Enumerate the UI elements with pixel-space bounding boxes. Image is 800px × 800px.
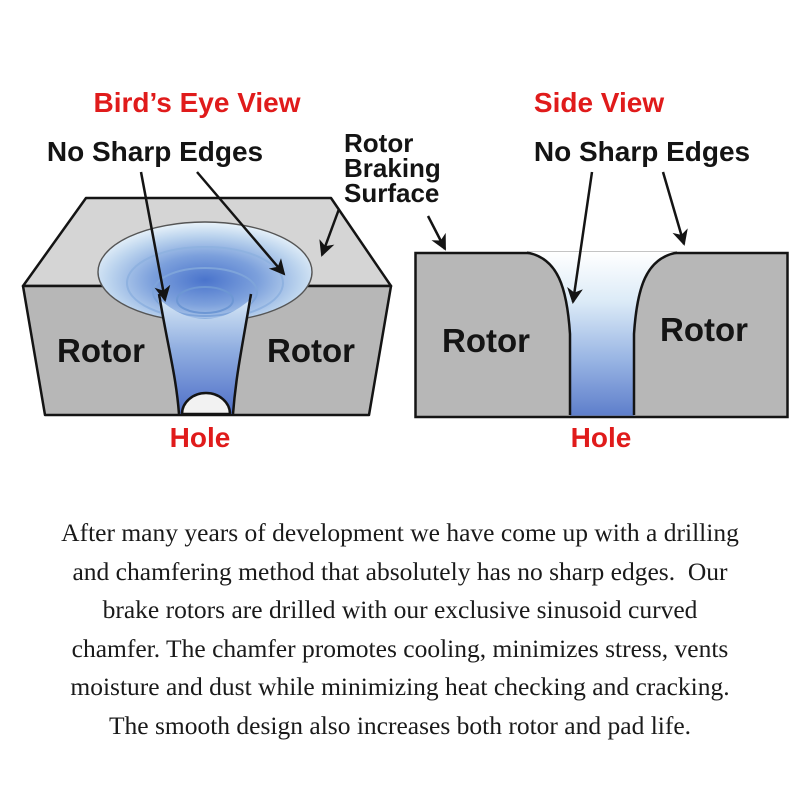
birdseye-rotor-right-label: Rotor bbox=[267, 332, 355, 369]
chamfer-ring-2 bbox=[152, 267, 258, 317]
sideview-hole-label: Hole bbox=[571, 422, 632, 453]
paragraph-line-4: chamfer. The chamfer promotes cooling, m… bbox=[71, 633, 729, 663]
chamfer-ring-3 bbox=[176, 286, 234, 314]
front-hole-channel bbox=[158, 298, 252, 414]
arrow-nse-left-2 bbox=[196, 171, 286, 276]
paragraph-line-1: After many years of development we have … bbox=[61, 518, 739, 547]
birdseye-title: Bird’s Eye View bbox=[94, 87, 301, 118]
arrow-braking-surface-right bbox=[426, 215, 447, 251]
paragraph-line-6: The smooth design also increases both ro… bbox=[108, 710, 692, 740]
side-view: Rotor Rotor bbox=[414, 251, 789, 419]
arrow-braking-surface-left bbox=[319, 208, 341, 257]
hole-notch bbox=[180, 391, 232, 416]
no-sharp-edges-left-label: No Sharp Edges bbox=[47, 136, 263, 167]
annotation-arrows bbox=[139, 171, 688, 304]
paragraph-line-5: moisture and dust while minimizing heat … bbox=[70, 672, 730, 701]
paragraph-line-3: brake rotors are drilled with our exclus… bbox=[102, 595, 698, 624]
sideview-title: Side View bbox=[534, 87, 664, 118]
no-sharp-edges-right-label: No Sharp Edges bbox=[534, 136, 750, 167]
side-channel-right-edge bbox=[632, 251, 678, 415]
front-channel-left-edge bbox=[157, 293, 181, 415]
arrow-nse-right-2 bbox=[661, 171, 688, 246]
sideview-rotor-right-label: Rotor bbox=[660, 311, 748, 348]
birdseye-hole-label: Hole bbox=[170, 422, 231, 453]
rotor-chamfer-diagram: Rotor Rotor Rotor Rotor Bird’s Eye View … bbox=[21, 87, 789, 453]
rotor-braking-surface-label: Rotor Braking Surface bbox=[344, 128, 441, 208]
description-paragraph: After many years of development we have … bbox=[0, 514, 800, 745]
paragraph-line-2: and chamfering method that absolutely ha… bbox=[72, 556, 728, 586]
rotor-braking-surface-line3: Surface bbox=[344, 178, 439, 208]
rotor-braking-surface-line1: Rotor bbox=[344, 128, 413, 158]
arrow-nse-left-1 bbox=[139, 171, 171, 302]
front-channel-right-edge bbox=[231, 293, 253, 415]
birdseye-view: Rotor Rotor bbox=[21, 196, 393, 417]
sideview-rotor-left-label: Rotor bbox=[442, 322, 530, 359]
birdseye-rotor-left-label: Rotor bbox=[57, 332, 145, 369]
arrow-nse-right-1 bbox=[567, 171, 594, 304]
side-channel-left-edge bbox=[526, 251, 572, 415]
rotor-braking-surface-line2: Braking bbox=[344, 153, 441, 183]
